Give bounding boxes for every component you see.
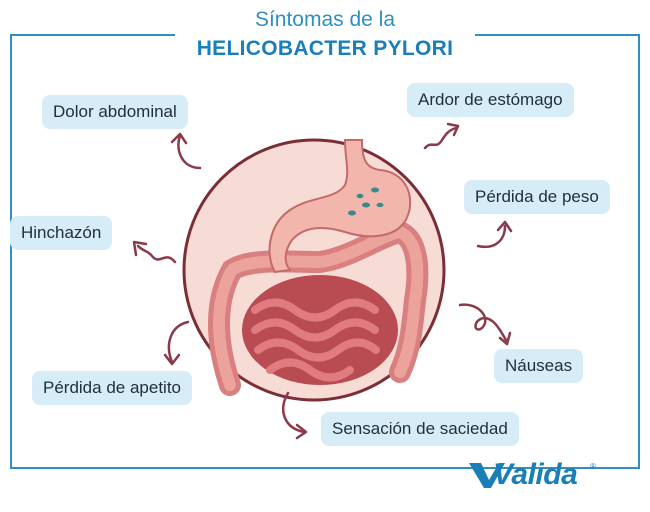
symptom-dolor-abdominal: Dolor abdominal [42, 95, 188, 129]
arrow-hinchazon-icon [136, 244, 177, 264]
title-background [175, 0, 475, 70]
symptom-ardor-estomago: Ardor de estómago [407, 83, 574, 117]
arrow-apetito-icon [167, 320, 190, 364]
symptom-perdida-peso: Pérdida de peso [464, 180, 610, 214]
symptom-perdida-apetito: Pérdida de apetito [32, 371, 192, 405]
valida-logo-registered-mark: ® [590, 462, 596, 471]
stomach [268, 139, 412, 274]
valida-logo: Valida [493, 458, 578, 491]
title-line-2: HELICOBACTER PYLORI [196, 37, 454, 60]
arrow-ardor-icon [423, 126, 458, 150]
arrow-saciedad-icon [282, 391, 306, 434]
bacteria-icon [348, 187, 384, 216]
arrow-nauseas-icon [458, 303, 508, 342]
symptom-hinchazon: Hinchazón [10, 216, 113, 250]
valida-logo-icon [469, 463, 505, 488]
symptom-nauseas: Náuseas [494, 349, 584, 383]
symptom-sensacion-saciedad: Sensación de saciedad [321, 412, 519, 446]
title-line-1: Síntomas de la [254, 8, 396, 31]
arrow-dolor-icon [177, 134, 202, 170]
arrow-peso-icon [476, 224, 507, 249]
